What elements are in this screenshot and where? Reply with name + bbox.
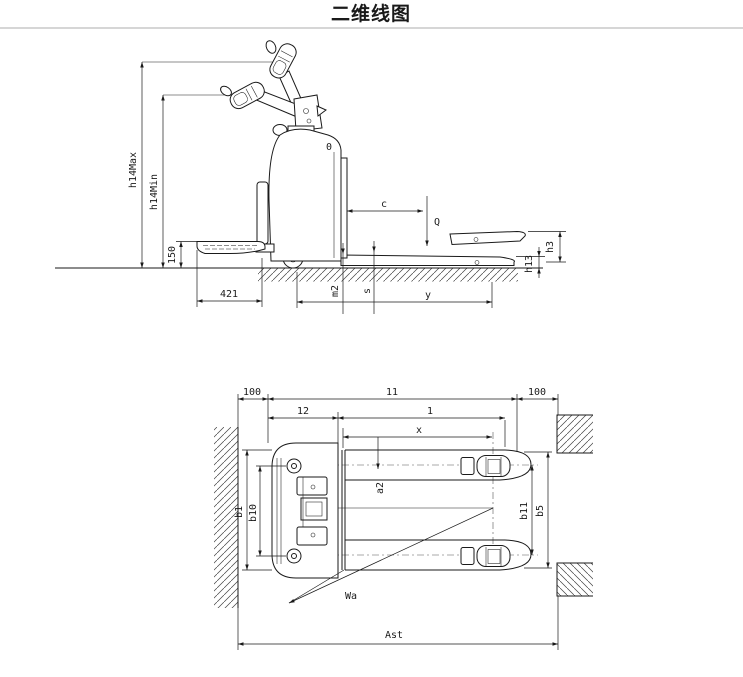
dim-h14min: h14Min bbox=[149, 174, 160, 210]
dim-c: c bbox=[381, 199, 387, 210]
power-head-plan bbox=[271, 442, 346, 579]
page-title: 二维线图 bbox=[331, 2, 411, 25]
side-view-dimensions: h14Max h14Min 150 421 y m2 s c Q bbox=[128, 61, 566, 314]
tiller-handle bbox=[220, 40, 327, 136]
fork-upper-plan bbox=[345, 449, 532, 481]
dim-100-left: 100 bbox=[243, 387, 261, 398]
side-view: 0 h14Max h14Min 150 421 y bbox=[55, 40, 566, 314]
dim-l2: 12 bbox=[297, 406, 309, 417]
dim-h3: h3 bbox=[545, 241, 556, 253]
fork-raised bbox=[449, 230, 526, 246]
operator-platform bbox=[196, 241, 275, 254]
dim-h13: h13 bbox=[524, 255, 535, 273]
ground-hatch bbox=[258, 268, 518, 282]
fork-lowered bbox=[340, 254, 515, 266]
dim-wa: Wa bbox=[345, 591, 357, 602]
dim-m2: m2 bbox=[330, 285, 341, 297]
dim-150: 150 bbox=[167, 246, 178, 264]
dim-y: y bbox=[425, 290, 431, 301]
dim-l1: 11 bbox=[386, 387, 398, 398]
aisle-block-bottom-right bbox=[557, 563, 593, 596]
aisle-wall-left bbox=[214, 427, 238, 608]
dim-l: 1 bbox=[427, 406, 433, 417]
dim-a2: a2 bbox=[375, 482, 386, 494]
rear-plate bbox=[256, 181, 269, 245]
dim-b1: b1 bbox=[234, 506, 245, 518]
turning-radius-annotation: Wa bbox=[288, 507, 494, 604]
fork-carriage bbox=[340, 157, 348, 259]
dim-100-right: 100 bbox=[528, 387, 546, 398]
dim-b5: b5 bbox=[535, 505, 546, 517]
dim-b10: b10 bbox=[248, 504, 259, 522]
dim-x: x bbox=[416, 425, 422, 436]
fork-lower-plan bbox=[345, 539, 532, 571]
chassis-body bbox=[268, 128, 342, 262]
dim-s: s bbox=[362, 288, 373, 294]
dim-ast: Ast bbox=[385, 630, 403, 641]
body-mark-label: 0 bbox=[326, 142, 332, 153]
plan-view-dimensions: 100 11 100 12 1 x a2 b1 b10 bbox=[234, 387, 559, 650]
dim-421: 421 bbox=[220, 289, 238, 300]
dim-h14max: h14Max bbox=[128, 152, 139, 188]
plan-view: Wa 100 11 100 12 1 x bbox=[214, 387, 593, 650]
aisle-block-top-right bbox=[557, 415, 593, 453]
dim-q: Q bbox=[434, 217, 440, 228]
dim-b11: b11 bbox=[519, 502, 530, 520]
